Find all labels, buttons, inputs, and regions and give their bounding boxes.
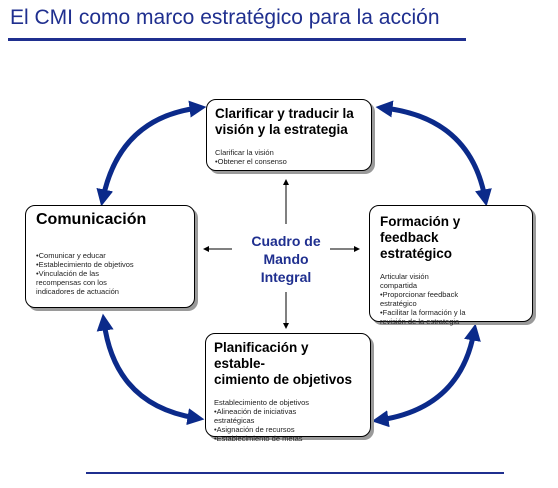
- heading-line: Planificación y estable-: [214, 340, 309, 371]
- list-item: estratégico: [380, 299, 417, 308]
- footer-rule: [86, 472, 504, 474]
- center-line: Integral: [260, 269, 312, 285]
- box-heading: Clarificar y traducir la visión y la est…: [215, 106, 363, 138]
- box-items: Clarificar la visión •Obtener el consens…: [215, 148, 363, 166]
- cycle-arrow-top-right: [375, 100, 492, 207]
- list-item: •Establecimiento de objetivos: [36, 260, 134, 269]
- list-item: compartida: [380, 281, 418, 290]
- page-title: El CMI como marco estratégico para la ac…: [10, 6, 440, 29]
- heading-line: visión y la estrategia: [215, 122, 348, 137]
- box-items: Articular visión compartida •Proporciona…: [380, 272, 522, 326]
- heading-line: cimiento de objetivos: [214, 372, 353, 387]
- list-item: revisión de la estrategia: [380, 317, 460, 326]
- box-formacion: Formación y feedback estratégico Articul…: [369, 205, 533, 326]
- box-items: Establecimiento de objetivos •Alineación…: [214, 398, 362, 443]
- list-item: •Vinculación de las: [36, 269, 99, 278]
- list-item: •Facilitar la formación y la: [380, 308, 466, 317]
- box-heading: Comunicación: [36, 211, 184, 229]
- list-item: Establecimiento de objetivos: [214, 398, 310, 407]
- list-item: Articular visión: [380, 272, 429, 281]
- list-item: •Alineación de iniciativas: [214, 407, 297, 416]
- list-item: recompensas con los: [36, 278, 107, 287]
- list-item: Clarificar la visión: [215, 148, 274, 157]
- list-item: •Establecimiento de metas: [214, 434, 303, 443]
- heading-line: Comunicación: [36, 211, 147, 228]
- heading-line: Formación y feedback: [380, 214, 461, 245]
- center-line: Mando: [263, 251, 309, 267]
- box-planificacion: Planificación y estable- cimiento de obj…: [205, 333, 371, 443]
- box-heading: Planificación y estable- cimiento de obj…: [214, 340, 362, 388]
- cycle-arrow-top-left: [96, 100, 207, 207]
- heading-line: estratégico: [380, 246, 453, 261]
- box-clarificar: Clarificar y traducir la visión y la est…: [206, 99, 372, 171]
- center-line: Cuadro de: [251, 233, 321, 249]
- list-item: •Obtener el consenso: [215, 157, 287, 166]
- list-item: •Comunicar y educar: [36, 251, 106, 260]
- box-comunicacion: Comunicación •Comunicar y educar •Establ…: [25, 205, 195, 308]
- list-item: •Asignación de recursos: [214, 425, 295, 434]
- list-item: •Proporcionar feedback: [380, 290, 459, 299]
- cycle-arrow-bottom-right: [371, 323, 481, 428]
- title-underline: [8, 38, 466, 41]
- box-items: •Comunicar y educar •Establecimiento de …: [36, 251, 184, 296]
- center-label: Cuadro de Mando Integral: [226, 232, 346, 286]
- list-item: estratégicas: [214, 416, 255, 425]
- box-heading: Formación y feedback estratégico: [380, 214, 522, 262]
- cycle-arrow-bottom-left: [96, 313, 205, 426]
- list-item: indicadores de actuación: [36, 287, 119, 296]
- heading-line: Clarificar y traducir la: [215, 106, 354, 121]
